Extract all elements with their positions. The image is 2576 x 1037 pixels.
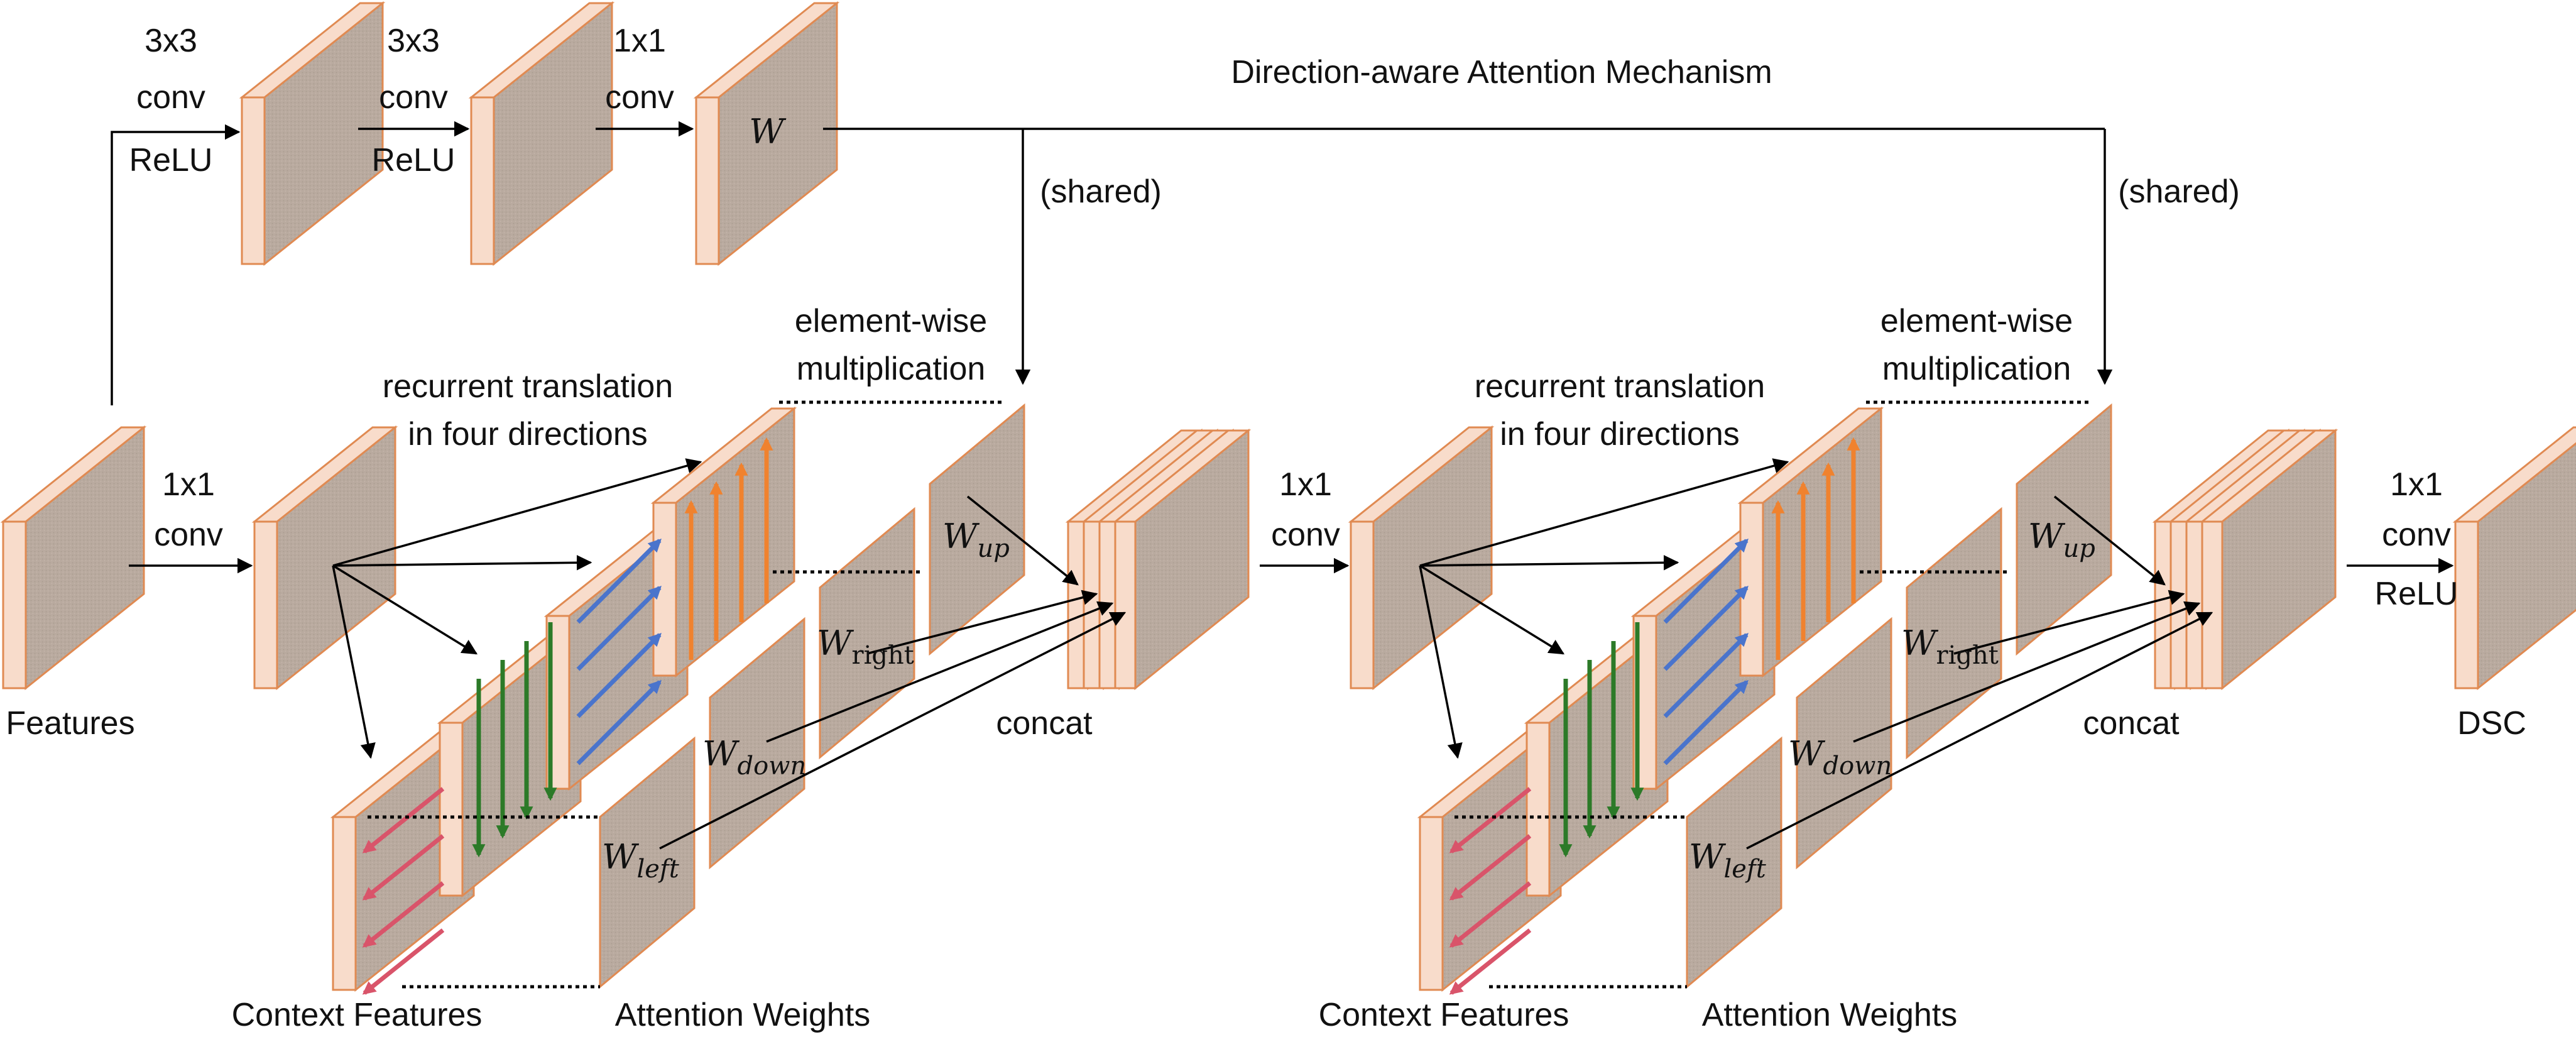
top-conv2-feature-map [468, 1, 615, 266]
module2-attn-down [1796, 617, 1892, 870]
output-conv-kernel-label: 1x1 [2390, 466, 2443, 503]
top-conv3-type-label: conv [605, 79, 674, 116]
module2-concat-layer-4 [2199, 428, 2339, 691]
features-to-top-branch-line [111, 124, 241, 405]
module2-elementwise-label-line2: multiplication [1882, 351, 2071, 387]
module1-to-right-arrow [332, 555, 592, 571]
module2-to-up-arrow [1419, 458, 1789, 567]
module2-left-arrows [1449, 787, 1532, 995]
module1-down-arrows [472, 622, 557, 858]
module2-context-up [1737, 406, 1884, 678]
shared-label-first: (shared) [1040, 173, 1162, 210]
output-relu-label: ReLU [2375, 576, 2459, 612]
top-conv2-type-label: conv [379, 79, 448, 116]
module1-w-up-to-concat [966, 495, 1079, 586]
module1-context-features-label: Context Features [232, 997, 483, 1033]
module1-attn-up [929, 403, 1025, 656]
module1-attention-weights-label: Attention Weights [615, 997, 871, 1033]
output-dsc-block [2452, 426, 2576, 691]
module1-recurrent-label-line2: in four directions [408, 416, 648, 453]
module2-w-down-to-concat [1853, 601, 2201, 743]
module1-concat-layer-4 [1112, 428, 1252, 691]
module1-attn-left [599, 736, 696, 989]
module1-concat-label: concat [996, 705, 1093, 742]
module1-w-up-label: Wup [942, 517, 1010, 563]
module2-attn-up [2016, 403, 2112, 656]
shared-label-second: (shared) [2118, 173, 2240, 210]
module1-left-arrows [362, 787, 445, 995]
module1-elementwise-label-line1: element-wise [795, 303, 987, 339]
top-conv1-feature-map [239, 1, 386, 266]
module1-recurrent-label-line1: recurrent translation [383, 368, 673, 405]
module1-attn-down [709, 617, 805, 870]
module1-to-left-arrow [332, 565, 376, 759]
module2-concat-label: concat [2083, 705, 2180, 742]
module2-conv-input-block [1348, 425, 1495, 691]
output-dsc-label: DSC [2457, 705, 2526, 742]
module2-recurrent-label-line1: recurrent translation [1475, 368, 1765, 405]
module2-down-arrows [1559, 622, 1644, 858]
module1-to-up-arrow [332, 458, 702, 567]
weight-map-symbol: W [749, 112, 787, 151]
module2-w-left-to-concat [1746, 612, 2213, 850]
module1-to-down-arrow [332, 564, 478, 655]
input-conv-kernel-label: 1x1 [162, 466, 215, 503]
top-conv2-relu-label: ReLU [372, 142, 456, 178]
module2-to-left-arrow [1419, 565, 1463, 759]
module2-w-up-to-concat [2053, 495, 2166, 586]
module2-elementwise-label-line1: element-wise [1880, 303, 2073, 339]
top-conv3-kernel-label: 1x1 [613, 23, 666, 59]
module2-attn-left [1686, 736, 1782, 989]
module2-to-right-arrow [1419, 555, 1679, 571]
diagram-title: Direction-aware Attention Mechanism [1231, 54, 1772, 91]
module2-recurrent-label-line2: in four directions [1500, 416, 1740, 453]
conv-output-block [251, 425, 398, 691]
module1-up-arrows [684, 437, 773, 660]
output-conv-type-label: conv [2382, 517, 2451, 553]
module1-right-arrows [576, 539, 662, 765]
top-conv1-kernel-label: 3x3 [145, 23, 197, 59]
top-conv2-kernel-label: 3x3 [387, 23, 440, 59]
input-features-label: Features [6, 705, 134, 742]
module2-up-arrows [1771, 437, 1860, 660]
module1-context-up [650, 406, 797, 678]
module2-to-down-arrow [1419, 564, 1565, 655]
module1-w-down-to-concat [766, 601, 1114, 743]
middle-conv-type-label: conv [1271, 517, 1340, 553]
module2-right-arrows [1663, 539, 1749, 765]
module2-context-features-label: Context Features [1319, 997, 1569, 1033]
module1-w-left-to-concat [659, 612, 1127, 850]
module1-w-right-to-concat [866, 590, 1098, 655]
module2-attention-weights-label: Attention Weights [1702, 997, 1958, 1033]
module1-elementwise-label-line2: multiplication [797, 351, 986, 387]
weight-map-w [693, 1, 840, 266]
input-features-block [0, 425, 147, 691]
top-conv1-type-label: conv [136, 79, 205, 116]
top-conv1-relu-label: ReLU [129, 142, 213, 178]
module2-w-right-to-concat [1953, 590, 2185, 655]
middle-conv-kernel-label: 1x1 [1279, 466, 1332, 503]
input-conv-type-label: conv [154, 517, 223, 553]
